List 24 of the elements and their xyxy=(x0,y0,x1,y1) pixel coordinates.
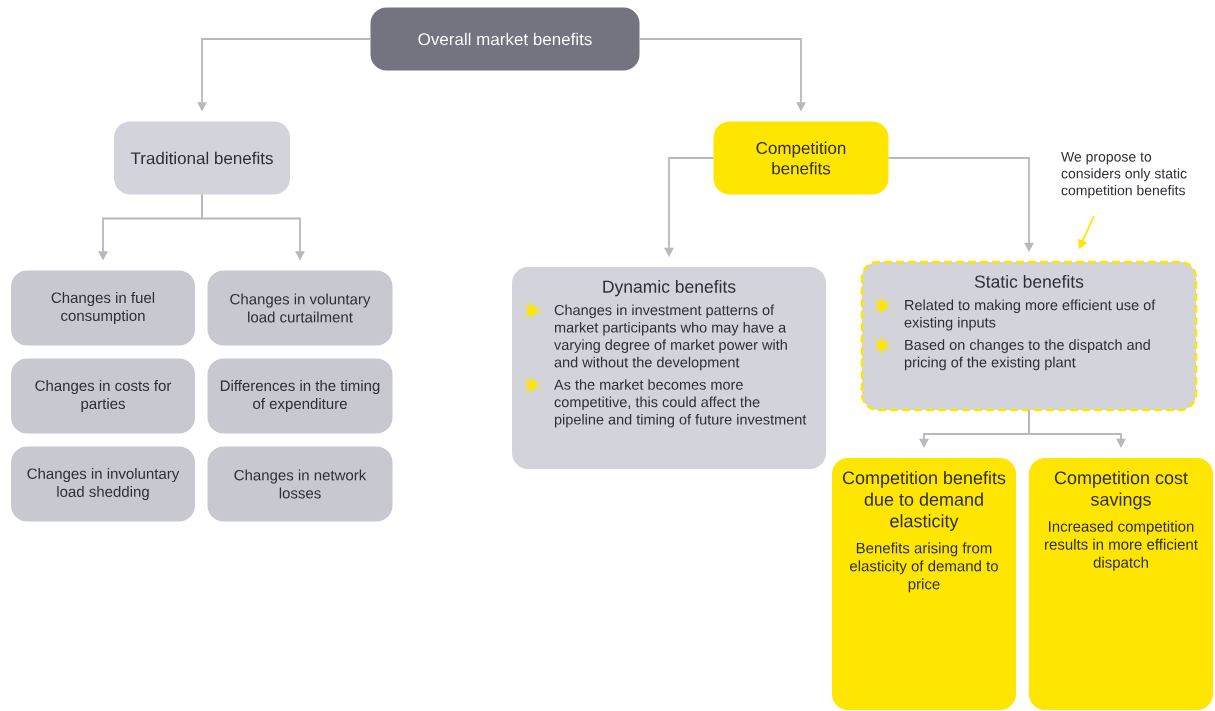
description-text: Benefits arising from elasticity of demand to price xyxy=(850,542,998,593)
description-text: Increased competition results in more efficient dispatch xyxy=(1045,520,1198,571)
process-box xyxy=(832,458,1016,710)
bullet-text: Based on changes to the dispatch and pricing of the existing plant xyxy=(904,339,1150,371)
process-box: Changes in costs for parties xyxy=(11,358,195,434)
bullet-text: As the market becomes more competitive, this could affect the pipeline and timing of future investment xyxy=(554,379,807,428)
heading: Dynamic benefits xyxy=(603,280,736,297)
process-box: Changes in involuntary load shedding xyxy=(11,446,195,522)
bullet-text: Changes in investment patterns of market participants who may have a varying degree of market power with and without the development xyxy=(554,304,787,371)
heading: Static benefits xyxy=(974,275,1084,288)
process-box xyxy=(512,267,826,469)
process-box: Overall market benefits xyxy=(370,7,640,71)
note-text: We propose to considers only static competition benefits xyxy=(1061,151,1187,199)
process-box xyxy=(860,260,1198,412)
process-box: Changes in voluntary load curtailment xyxy=(207,270,393,346)
process-box: Competition benefits xyxy=(713,121,889,195)
bullet-text: Related to making more efficient use of existing inputs xyxy=(904,299,1156,331)
process-box: Traditional benefits xyxy=(114,121,290,195)
process-box: Changes in network losses xyxy=(207,446,393,522)
process-box xyxy=(1029,458,1213,710)
heading: Competition cost savings xyxy=(1054,471,1188,510)
heading: Competition benefits due to demand elasticity xyxy=(842,471,1006,531)
process-box: Differences in the timing of expenditure xyxy=(207,358,393,434)
process-box: Changes in fuel consumption xyxy=(11,270,195,346)
